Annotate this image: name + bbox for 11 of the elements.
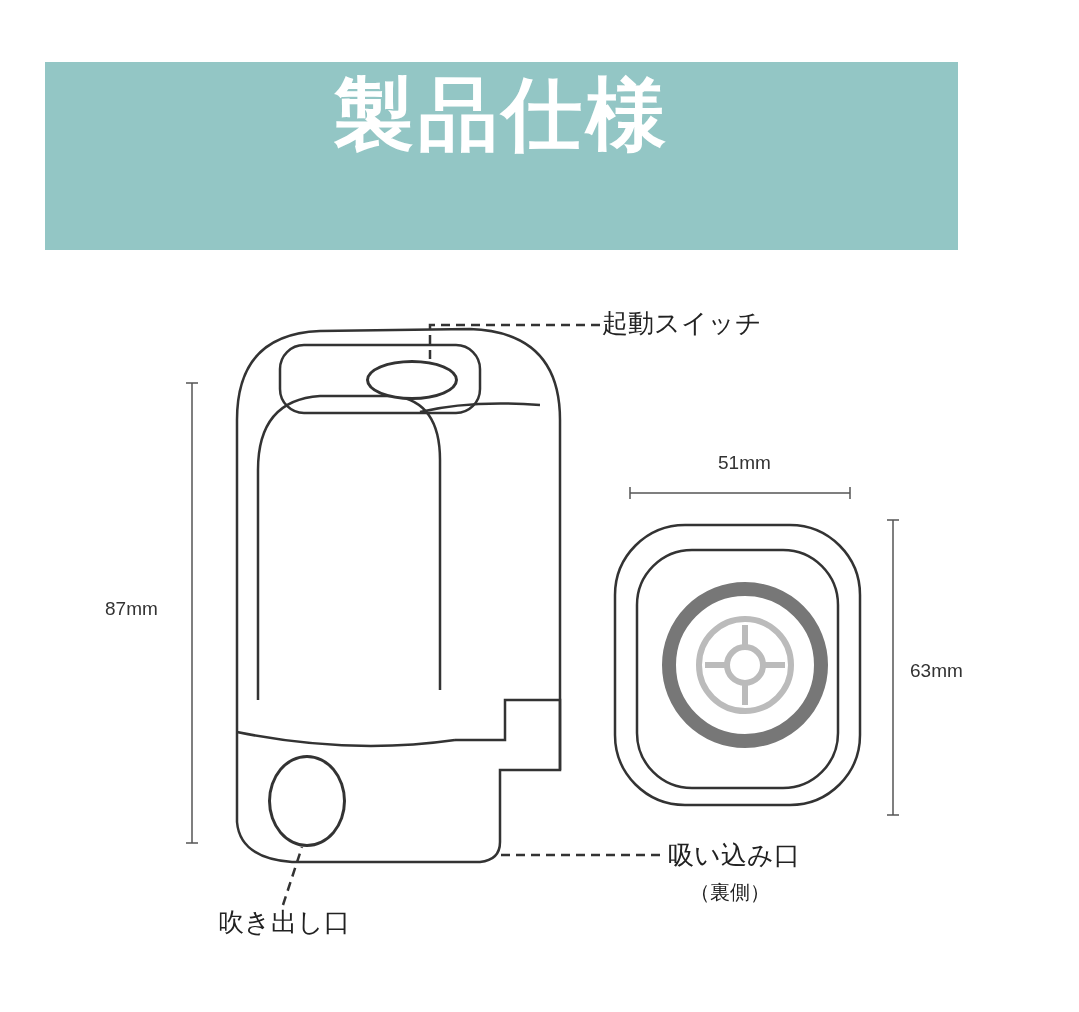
callout-label: 吸い込み口 xyxy=(668,839,801,872)
dimension-label: 51mm xyxy=(718,452,771,474)
dimension-label: 63mm xyxy=(910,660,963,682)
title: 製品仕様 xyxy=(332,67,671,163)
leader-line xyxy=(281,846,304,906)
leader-line xyxy=(500,853,660,857)
callout-label: 起動スイッチ xyxy=(602,307,763,340)
dimension-label: 87mm xyxy=(105,598,158,620)
callout-note: （裏側） xyxy=(689,879,771,906)
callout-label: 吹き出し口 xyxy=(218,906,351,939)
leader-line xyxy=(428,323,600,360)
